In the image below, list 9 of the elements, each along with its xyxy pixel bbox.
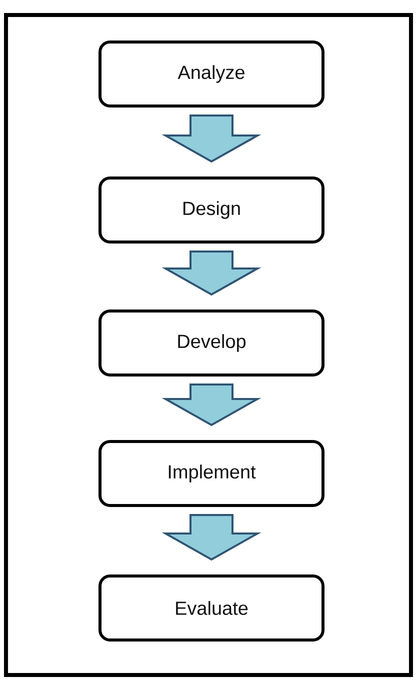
block-arrow	[162, 514, 262, 561]
process-box: Evaluate	[98, 574, 324, 642]
process-box: Design	[98, 176, 324, 244]
block-arrow	[162, 250, 262, 296]
block-arrow	[162, 114, 262, 163]
process-box: Implement	[98, 440, 324, 507]
process-box: Analyze	[98, 40, 324, 108]
process-box: Develop	[98, 310, 324, 376]
block-arrow	[162, 384, 262, 426]
